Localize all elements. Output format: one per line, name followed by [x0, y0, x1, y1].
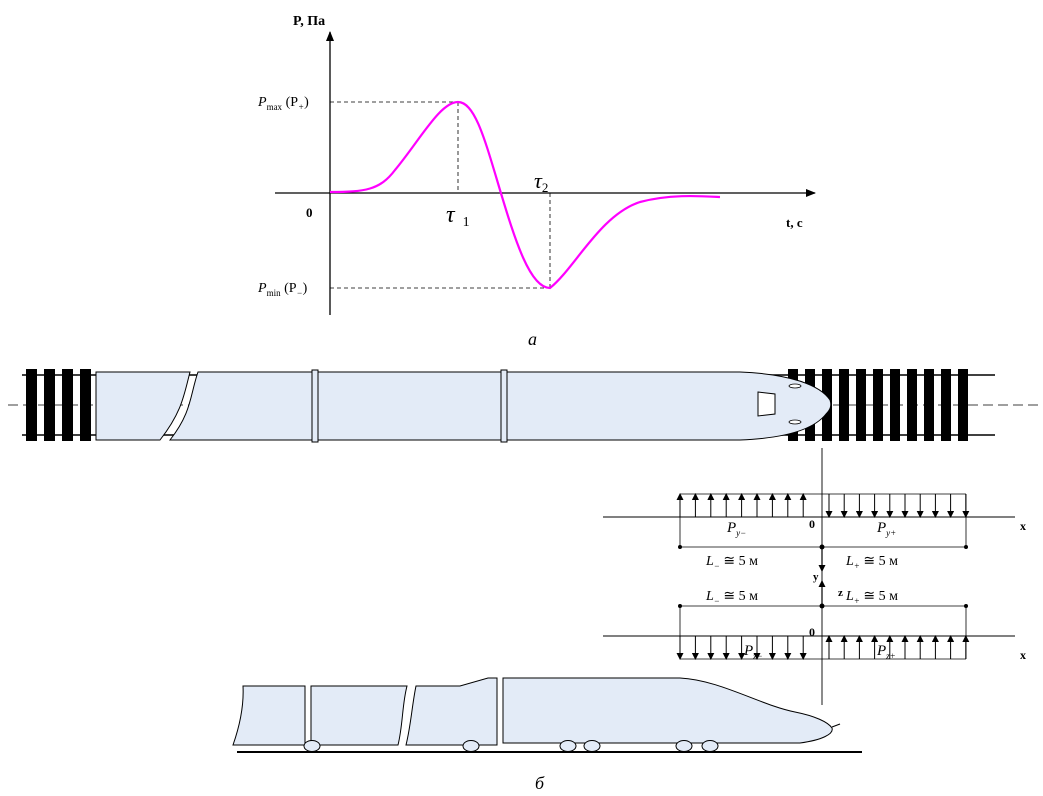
wheel [701, 740, 719, 752]
graph-x-axis-label: t, c [786, 215, 803, 230]
side-wheels [303, 740, 719, 752]
tau2-label: τ2 [534, 168, 548, 195]
sleeper [839, 369, 849, 441]
plan-dim-dot-mid [819, 544, 825, 550]
pz-minus-label: Pz− [743, 643, 763, 661]
sleeper [62, 369, 73, 441]
train-lead-car [506, 371, 832, 441]
plan-origin-label: 0 [809, 517, 815, 531]
plan-up-arrows [676, 493, 807, 517]
plan-y-axis-label: y [813, 571, 819, 583]
sleeper [924, 369, 934, 441]
side-down-arrows [676, 636, 807, 660]
side-lead-car [502, 677, 833, 744]
wheel [559, 740, 577, 752]
plan-x-axis-label: x [1020, 519, 1026, 533]
sleeper [958, 369, 968, 441]
train-plan-view [8, 369, 1038, 443]
side-car-2 [310, 685, 408, 746]
side-origin-label: 0 [809, 625, 815, 639]
plan-l-plus-label: L+ ≅ 5 м [845, 554, 898, 571]
pmin-label: Pmin (P−) [257, 281, 308, 298]
headlight-bottom [788, 419, 802, 425]
wheel [675, 740, 693, 752]
caption-b: б [535, 773, 545, 793]
sleeper [856, 369, 866, 441]
car-connector-2 [500, 369, 508, 443]
plan-l-minus-label: L− ≅ 5 м [705, 554, 758, 571]
plan-down-arrows [825, 494, 970, 518]
sleeper [941, 369, 951, 441]
plan-dim-dot-left [678, 545, 682, 549]
wheel [303, 740, 321, 752]
train-car-2 [317, 371, 502, 441]
wheel [462, 740, 480, 752]
sleeper [80, 369, 91, 441]
wheel [583, 740, 601, 752]
caption-a: а [528, 329, 537, 349]
side-up-arrows [825, 635, 970, 659]
sleeper [44, 369, 55, 441]
pmax-label: Pmax (P+) [257, 95, 309, 112]
train-car-1-rear [168, 371, 313, 441]
side-coupler-tip [831, 723, 841, 728]
train-side-view [232, 677, 862, 753]
pressure-curve [329, 100, 721, 290]
pz-plus-label: Pz+ [876, 643, 896, 661]
side-l-minus-label: L− ≅ 5 м [705, 589, 758, 606]
cab-window [757, 391, 776, 417]
graph-y-axis-label: P, Па [293, 14, 325, 29]
headlight-top [788, 383, 802, 389]
side-dim-dot-mid [819, 603, 825, 609]
train-car-1 [95, 371, 191, 441]
plan-dim-dot-right [964, 545, 968, 549]
side-car-1 [232, 685, 306, 746]
side-x-axis-label: x [1020, 648, 1026, 662]
side-l-plus-label: L+ ≅ 5 м [845, 589, 898, 606]
graph-origin-label: 0 [306, 205, 313, 220]
sleepers-left [26, 369, 91, 441]
sleeper [26, 369, 37, 441]
sleeper [873, 369, 883, 441]
sleeper [907, 369, 917, 441]
py-minus-label: Py− [726, 520, 746, 538]
plan-load-diagram: x 0 Py− Py+ L− ≅ 5 м L+ ≅ 5 м y [603, 493, 1026, 583]
car-connector-1 [311, 369, 319, 443]
sleeper [890, 369, 900, 441]
side-load-diagram: z L− ≅ 5 м L+ ≅ 5 м x 0 Pz− Pz+ [603, 580, 1026, 662]
side-car-3 [405, 677, 498, 746]
side-z-axis-label: z [838, 587, 843, 599]
py-plus-label: Py+ [876, 520, 896, 538]
